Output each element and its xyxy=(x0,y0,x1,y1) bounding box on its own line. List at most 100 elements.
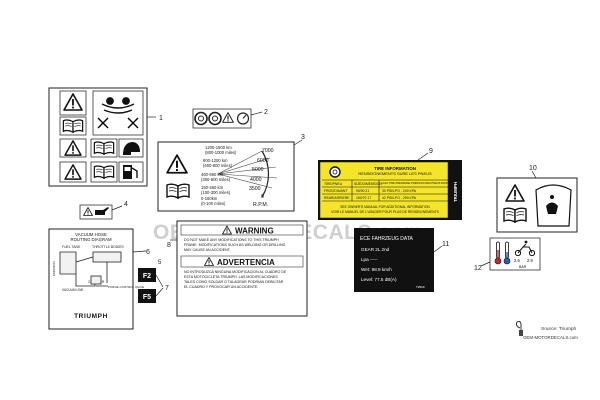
pressure-value: 2.9 xyxy=(527,258,533,263)
ece-line: GEAR 2L 2nd xyxy=(361,247,390,252)
rpm-tick: 6000 xyxy=(257,158,269,164)
label-3-break-in-rpm: 1200-1500 km (800-1000 miles) 900-1200 k… xyxy=(157,141,295,212)
callout-number: 6 xyxy=(146,249,150,256)
ece-line: Lpa ----- xyxy=(361,257,378,262)
hose-routing-lines xyxy=(59,251,122,287)
brand-logo: TRIUMPH xyxy=(74,313,108,320)
rpm-tick: 7000 xyxy=(262,148,274,154)
rider-hands-icon xyxy=(97,97,139,129)
part-label: VACUUM LINE xyxy=(62,288,84,292)
manual-book-icon xyxy=(166,183,190,199)
tire-brand: TRIUMPH xyxy=(453,182,458,202)
tire-col-header: TIRE/PNEU xyxy=(324,182,343,186)
callout-number: 3 xyxy=(301,134,305,141)
distance-range: 150-460 km xyxy=(201,185,224,190)
ece-title: ECE FAHRZEUG DATA xyxy=(360,236,414,242)
label-12-tire-pressure: 2.5 2.9 BAR xyxy=(489,237,541,271)
warning-title-es: ADVERTENCIA xyxy=(217,258,275,267)
thermometer-icon xyxy=(494,241,502,265)
plate-text: F5 xyxy=(143,294,151,301)
source-url: OEM-MOTORDECALS.com xyxy=(523,335,578,340)
rpm-dial xyxy=(261,150,270,198)
leader-line xyxy=(433,245,443,253)
distance-range: (100-300 miles) xyxy=(201,190,231,195)
label-6-vacuum-hose-diagram: VACUUM HOSE ROUTING DIAGRAM FUEL TANK TH… xyxy=(48,228,144,330)
rpm-tick: 4000 xyxy=(250,177,262,183)
distance-range: 900-1200 km xyxy=(203,158,228,163)
ece-line: Wet: 98.9 km/h xyxy=(361,267,392,272)
pressure-gauge-icon xyxy=(236,112,250,125)
callout-number: 2 xyxy=(264,109,268,116)
rpm-tick: 0 xyxy=(261,194,264,200)
leader-line xyxy=(111,205,123,211)
callout-number: 10 xyxy=(529,165,537,172)
tire-cell: 150/70 17 xyxy=(356,196,371,200)
pressure-unit: BAR xyxy=(519,265,527,269)
tire-col-header: COLD TIRE PRESSURE/ PRESSION DES PNEUS F… xyxy=(381,181,451,185)
source-text: Source: Triumph xyxy=(541,326,577,332)
label-2-icon-strip xyxy=(192,108,252,129)
warning-text: MAY CAUSE AN ACCIDENT. xyxy=(184,248,231,252)
tire-col-header: SIZE/DIMENSION xyxy=(354,182,382,186)
warning-title: WARNING xyxy=(235,227,274,236)
label-10-windscreen-warning xyxy=(496,177,578,233)
callout-number: 7 xyxy=(165,285,169,292)
oil-can-icon xyxy=(95,207,109,215)
manual-book-icon xyxy=(62,119,84,133)
label-9-tire-information: TIRE INFORMATION RENSEIGNEMENTS SURE LES… xyxy=(318,160,462,220)
callout-number: 1 xyxy=(159,115,163,122)
tire-footer-fr: VOIR LE MANUEL DE L'USAGER POUR PLUS DE … xyxy=(331,210,439,214)
warning-text: FRAME. MODIFICATIONS SUCH AS WELDING OR … xyxy=(184,243,286,247)
plate-text: F2 xyxy=(143,273,151,280)
tire-icon xyxy=(329,166,341,178)
vacuum-title: ROUTING DIAGRAM xyxy=(70,237,111,242)
callout-number: 12 xyxy=(474,265,482,272)
distance-range: (300-600 miles) xyxy=(201,177,231,182)
tire-cell: FRONT/AVANT xyxy=(324,189,347,193)
manual-book-icon xyxy=(93,165,115,179)
part-label: PURGE CONTROL VALVE xyxy=(108,285,144,289)
rpm-dial xyxy=(217,150,278,189)
leader-line xyxy=(250,111,263,116)
warning-text-es: ESTA MOTOCICLETA TRIUMPH. LAS MODIFICACI… xyxy=(184,275,278,279)
ece-code: T2500 xyxy=(416,285,425,289)
leader-line xyxy=(155,274,164,297)
distance-range: (0-100 miles) xyxy=(201,201,226,206)
distance-range: 1200-1500 km xyxy=(205,145,232,150)
leader-line xyxy=(531,170,537,179)
tire-icon xyxy=(194,111,208,126)
callout-number: 5 xyxy=(158,260,162,266)
label-11-ece-data-plate: ECE FAHRZEUG DATA GEAR 2L 2nd Lpa ----- … xyxy=(354,228,434,292)
tire-title-fr: RENSEIGNEMENTS SURE LES PNEUS xyxy=(358,171,432,176)
warning-text-es: EL CUADRO Y PROVOCAR UN ACCIDENTE. xyxy=(184,285,258,289)
tire-title: TIRE INFORMATION xyxy=(374,166,416,171)
warning-text: DO NOT MAKE ANY MODIFICATIONS TO THIS TR… xyxy=(184,238,279,242)
tire-cell: 90/90 21 xyxy=(356,189,369,193)
label-7-plates: F2 F5 xyxy=(138,268,156,303)
warning-text-es: NO INTRODUZCA NINGUNA MODIFICACION AL CU… xyxy=(184,270,287,274)
leader-line xyxy=(293,139,303,146)
helmet-icon xyxy=(123,142,140,155)
pen-icon xyxy=(515,320,523,336)
warning-text-es: TALES COMO SOLDAR O TALADRAR PODRIAN DEB… xyxy=(184,280,284,284)
tire-footer: SEE OWNER'S MANUAL FOR ADDITIONAL INFORM… xyxy=(340,205,430,209)
distance-range: 0-160km xyxy=(201,196,218,201)
part-label: FUEL TANK xyxy=(62,245,81,249)
label-8-frame-warning: WARNING DO NOT MAKE ANY MODIFICATIONS TO… xyxy=(176,220,308,317)
ece-line: Level: 77.5 dB(A) xyxy=(361,277,397,282)
callout-number: 11 xyxy=(442,241,449,248)
leader-line xyxy=(132,250,147,253)
windscreen-icon xyxy=(535,184,572,227)
distance-range: (600-800 miles) xyxy=(203,163,233,168)
callout-number: 4 xyxy=(124,201,128,208)
rpm-unit: R.P.M. xyxy=(253,202,268,208)
tire-table-grid xyxy=(322,179,448,202)
callout-number: 9 xyxy=(429,148,433,155)
tire-cell: REAR/ARRIERE xyxy=(324,196,350,200)
plate-f2 xyxy=(138,268,156,282)
leader-line xyxy=(417,152,429,161)
label-1-warning-panel xyxy=(48,87,148,187)
distance-range: (800-1000 miles) xyxy=(205,150,237,155)
